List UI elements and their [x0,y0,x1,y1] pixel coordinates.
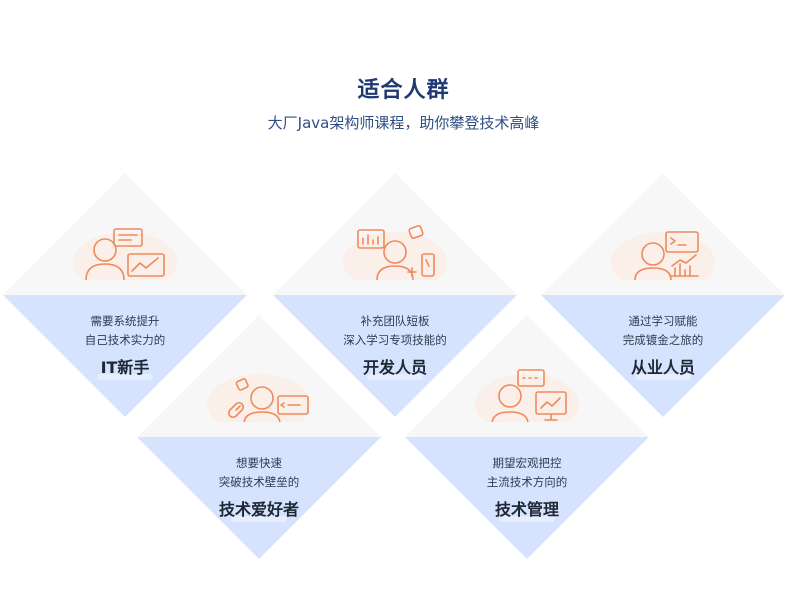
audience-card-tech-enthusiast: 想要快速 突破技术壁垒的 技术爱好者 [134,312,384,562]
card-line-1: 期望宏观把控 [492,456,562,470]
card-label: IT新手 [100,358,150,377]
diamond-shape [405,315,649,559]
audience-card-tech-manager: 期望宏观把控 主流技术方向的 技术管理 [402,312,652,562]
card-line-1: 需要系统提升 [90,314,160,328]
card-line-1: 通过学习赋能 [628,314,698,328]
person-chat-monitor-icon [475,369,579,422]
card-line-1: 想要快速 [236,456,282,470]
card-line-2: 突破技术壁垒的 [218,475,300,489]
section-title: 适合人群 [357,78,450,103]
label-highlight [97,374,153,380]
person-code-link-icon [207,374,311,422]
label-highlight [367,374,423,380]
diamond-shape [137,315,381,559]
card-label: 从业人员 [630,358,695,377]
audience-card-developer: 补充团队短板 深入学习专项技能的 开发人员 [270,170,520,420]
card-line-2: 自己技术实力的 [84,333,166,347]
section-subtitle: 大厂Java架构师课程，助你攀登技术高峰 [267,114,540,132]
card-line-2: 主流技术方向的 [486,475,568,489]
label-highlight [499,516,555,522]
person-terminal-chart-icon [611,231,715,280]
audience-card-practitioner: 通过学习赋能 完成镀金之旅的 从业人员 [538,170,788,420]
card-line-1: 补充团队短板 [360,314,430,328]
label-highlight [231,516,287,522]
audience-card-it-beginner: 需要系统提升 自己技术实力的 IT新手 [0,170,250,420]
card-line-2: 深入学习专项技能的 [343,333,447,347]
person-chat-chart-icon [73,228,177,280]
card-label: 技术爱好者 [218,500,299,519]
label-highlight [635,374,691,380]
card-label: 开发人员 [362,358,427,377]
card-label: 技术管理 [494,500,559,519]
person-chart-phone-icon [343,225,447,280]
card-line-2: 完成镀金之旅的 [622,333,704,347]
